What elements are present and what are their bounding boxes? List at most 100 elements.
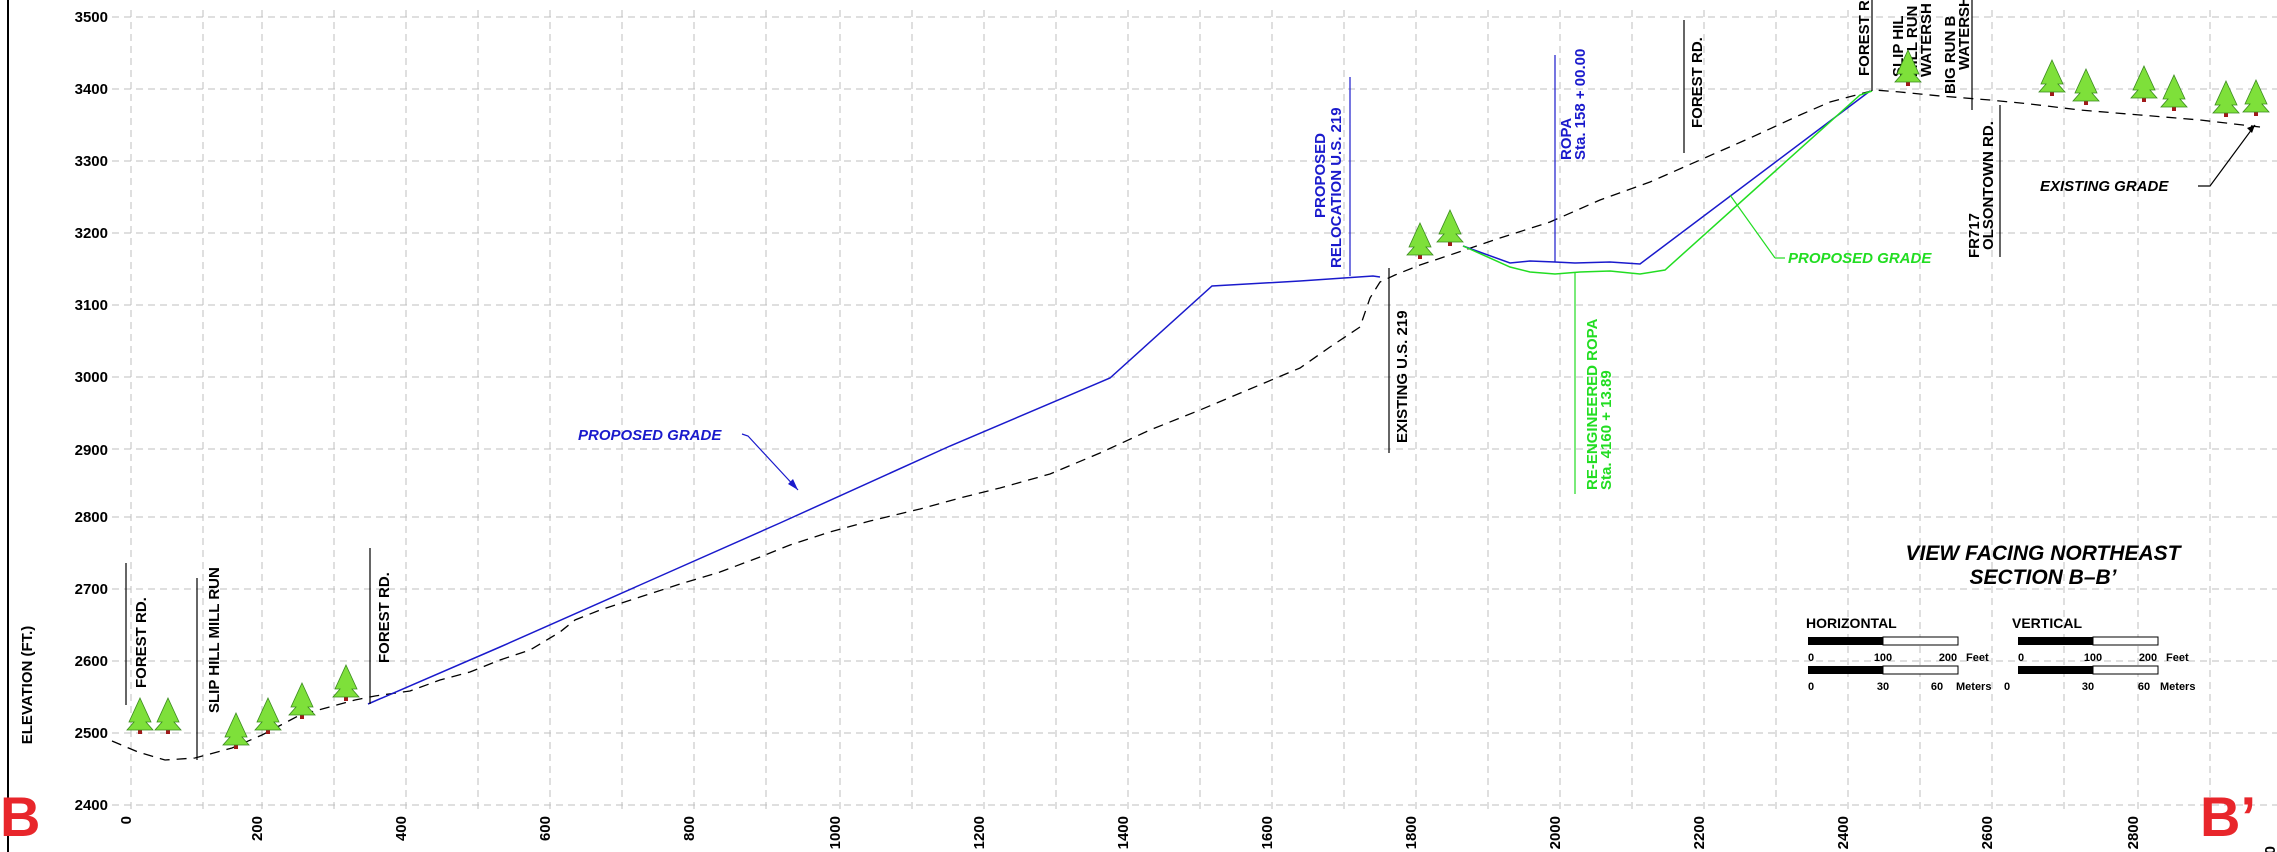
scale-v-meters-30: 30 — [2082, 681, 2094, 693]
proposed-grade-leader — [741, 433, 799, 491]
tree-icon — [254, 697, 282, 734]
tree-symbols — [126, 49, 2270, 749]
label-proposed-grade-right: PROPOSED GRADE — [1788, 250, 1932, 267]
leader-lines — [125, 0, 2001, 760]
x-tick-labels: 0 200 400 600 800 1000 1200 1400 1600 18… — [118, 816, 2277, 852]
tree-icon — [2072, 68, 2100, 105]
y-tick-labels: 3500 3400 3300 3200 3100 3000 2900 2800 … — [75, 9, 108, 814]
proposed-grade-blue — [367, 275, 1381, 705]
label-ropa: ROPA — [1558, 118, 1575, 160]
scale-h-meters-60: 60 — [1931, 681, 1943, 693]
label-fr717: FR717 — [1966, 213, 1983, 258]
scale-h-feet-200: 200 — [1939, 652, 1957, 664]
x-tick-800: 800 — [681, 816, 698, 841]
label-reengineered-station: Sta. 4160 + 13.89 — [1598, 370, 1615, 490]
label-forest-rd-1: FOREST RD. — [133, 597, 150, 688]
scale-h-feet-100: 100 — [1874, 652, 1892, 664]
y-tick-3500: 3500 — [75, 9, 108, 26]
tree-icon — [2130, 65, 2158, 102]
tree-icon — [288, 682, 316, 719]
label-big-run-a: BIG RUN B — [1942, 16, 1959, 95]
x-tick-2200: 2200 — [1691, 816, 1708, 849]
label-slip-hill-mill-run: SLIP HILL MILL RUN — [206, 567, 223, 713]
label-relocation-us219: RELOCATION U.S. 219 — [1328, 107, 1345, 268]
section-marker-b-prime: B’ — [2200, 785, 2256, 848]
scale-h-meters-unit: Meters — [1956, 681, 1991, 693]
y-tick-2600: 2600 — [75, 653, 108, 670]
tree-icon — [222, 712, 250, 749]
scale-v-feet-100: 100 — [2084, 652, 2102, 664]
x-tick-1200: 1200 — [971, 816, 988, 849]
y-tick-3100: 3100 — [75, 297, 108, 314]
tree-icon — [332, 664, 360, 701]
scale-h-title: HORIZONTAL — [1806, 615, 1897, 631]
label-proposed: PROPOSED — [1312, 133, 1329, 218]
scale-h-feet-0: 0 — [1808, 652, 1814, 664]
label-reengineered-ropa: RE-ENGINEERED ROPA — [1584, 318, 1601, 490]
label-proposed-grade-left: PROPOSED GRADE — [578, 427, 722, 444]
x-tick-200: 200 — [249, 816, 266, 841]
x-tick-600: 600 — [537, 816, 554, 841]
y-tick-2800: 2800 — [75, 509, 108, 526]
y-tick-2900: 2900 — [75, 442, 108, 459]
scale-v-meters-60: 60 — [2138, 681, 2150, 693]
scale-h-meters-0: 0 — [1808, 681, 1814, 693]
proposed-grade-green — [1462, 90, 1873, 275]
x-tick-1600: 1600 — [1259, 816, 1276, 849]
scale-v-feet-unit: Feet — [2166, 652, 2189, 664]
tree-icon — [2242, 79, 2270, 116]
x-tick-0: 0 — [118, 816, 135, 824]
x-tick-400: 400 — [393, 816, 410, 841]
existing-grade-line — [111, 89, 2261, 761]
tree-icon — [2038, 59, 2066, 96]
x-tick-2600: 2600 — [1979, 816, 1996, 849]
scale-h-meters-30: 30 — [1877, 681, 1889, 693]
label-olsontown-rd: OLSONTOWN RD. — [1980, 121, 1997, 250]
scale-h-feet-unit: Feet — [1966, 652, 1989, 664]
y-tick-2400: 2400 — [75, 797, 108, 814]
scale-bar-vertical: VERTICAL 0 100 200 Feet 0 30 60 Meters — [2004, 615, 2195, 693]
x-tick-2000: 2000 — [1547, 816, 1564, 849]
x-tick-3000: 3000 — [2262, 846, 2277, 852]
existing-grade-arrow — [2247, 125, 2255, 133]
y-tick-3400: 3400 — [75, 81, 108, 98]
y-tick-2500: 2500 — [75, 725, 108, 742]
x-tick-1800: 1800 — [1403, 816, 1420, 849]
tree-icon — [2160, 74, 2188, 111]
scale-v-meters-unit: Meters — [2160, 681, 2195, 693]
scale-bar-horizontal: HORIZONTAL 0 100 200 Feet 0 30 60 Meters — [1806, 615, 1991, 693]
y-tick-3300: 3300 — [75, 153, 108, 170]
label-existing-us219: EXISTING U.S. 219 — [1394, 310, 1411, 443]
label-existing-grade: EXISTING GRADE — [2040, 178, 2169, 195]
label-ropa-station: Sta. 158 + 00.00 — [1572, 49, 1589, 160]
y-tick-3000: 3000 — [75, 369, 108, 386]
blue-labels: PROPOSED RELOCATION U.S. 219 ROPA Sta. 1… — [1312, 49, 1589, 268]
view-title-line1: VIEW FACING NORTHEAST — [1906, 542, 2183, 565]
x-tick-1400: 1400 — [1115, 816, 1132, 849]
y-tick-3200: 3200 — [75, 225, 108, 242]
x-tick-1000: 1000 — [827, 816, 844, 849]
label-big-run-b: WATERSHE — [1956, 0, 1973, 70]
ropa-grade-blue — [1462, 90, 1871, 265]
blue-leaders — [1349, 55, 1556, 276]
green-labels: RE-ENGINEERED ROPA Sta. 4160 + 13.89 — [1584, 318, 1615, 490]
tree-icon — [126, 697, 154, 734]
label-slip-hill-2c: WATERSH — [1918, 3, 1935, 77]
label-forest-rd-4: FOREST R — [1856, 0, 1873, 76]
tree-icon — [154, 697, 182, 734]
tree-icon — [2212, 80, 2240, 117]
tree-icon — [1436, 209, 1464, 246]
view-title-line2: SECTION B–B’ — [1969, 566, 2117, 589]
section-marker-b: B — [0, 785, 40, 848]
x-tick-2400: 2400 — [1835, 816, 1852, 849]
scale-v-feet-200: 200 — [2139, 652, 2157, 664]
scale-v-title: VERTICAL — [2012, 615, 2082, 631]
label-forest-rd-3: FOREST RD. — [1689, 37, 1706, 128]
tree-icon — [1406, 222, 1434, 259]
grid-lines — [112, 10, 2277, 810]
scale-v-feet-0: 0 — [2018, 652, 2024, 664]
y-axis-title: ELEVATION (FT.) — [19, 626, 36, 745]
green-leaders — [1574, 194, 1785, 494]
